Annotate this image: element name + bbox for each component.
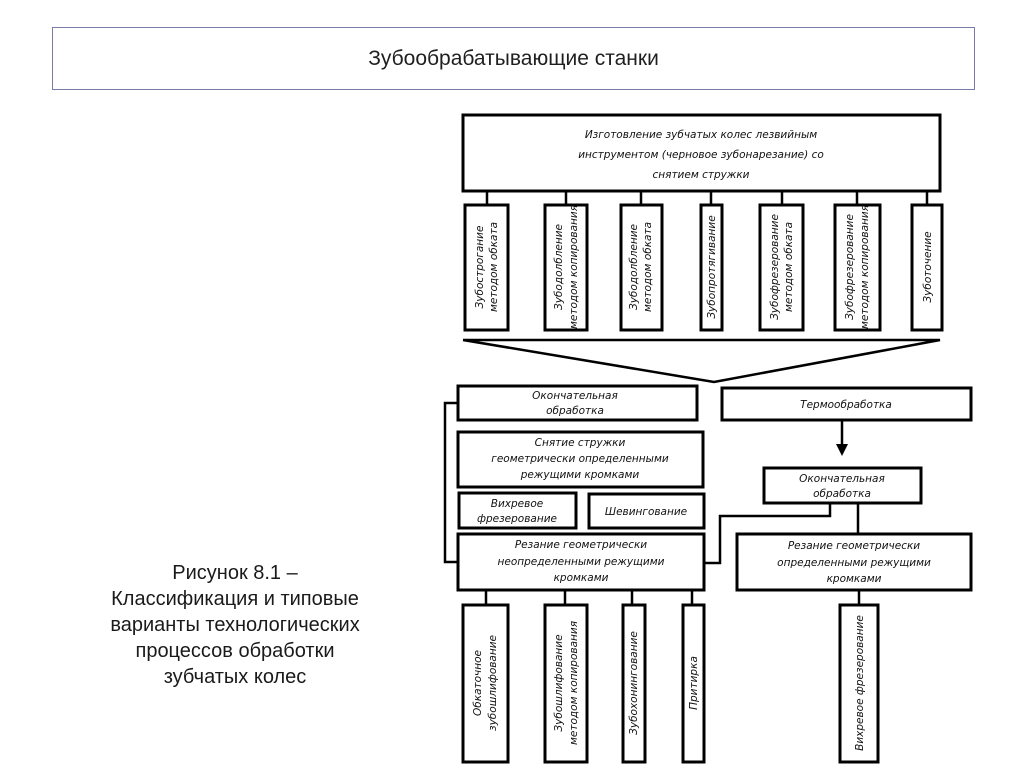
whirl-milling-right-box: Вихревое фрезерование xyxy=(838,603,880,764)
cut-defined-text: определенными режущими xyxy=(777,557,931,569)
whirl-right-text: Вихревое фрезерование xyxy=(854,615,866,751)
method-box: Зубопротягивание xyxy=(699,203,724,332)
figure-caption: Рисунок 8.1 – Классификация и типовые ва… xyxy=(60,560,410,690)
down-arrow-icon xyxy=(836,420,848,456)
final-left-text: обработка xyxy=(546,405,604,417)
final-processing-left: Окончательная обработка xyxy=(456,384,699,422)
method-box: Зубострогание методом обката xyxy=(463,203,510,332)
chip-removal-box: Снятие стружки геометрически определенны… xyxy=(456,430,705,489)
top-box: Изготовление зубчатых колес лезвийным ин… xyxy=(461,113,942,193)
finish-text: методом копирования xyxy=(568,621,580,745)
method-text: методом обката xyxy=(488,222,500,312)
method-text: Зубофрезерование xyxy=(769,214,781,320)
caption-line: Классификация и типовые xyxy=(111,588,359,610)
bottom-connectors xyxy=(484,590,861,605)
top-text: снятием стружки xyxy=(652,169,749,181)
method-text: Зубострогание xyxy=(474,226,486,309)
top-text: инструментом (черновое зубонарезание) со xyxy=(578,149,824,161)
method-box: Зубофрезерование методом копирования xyxy=(833,203,882,332)
cut-defined-text: Резание геометрически xyxy=(788,540,920,552)
cut-undefined-text: кромками xyxy=(554,572,609,584)
method-box: Зуботочение xyxy=(910,203,944,332)
finish-text: Зубошлифование xyxy=(553,634,565,731)
final-processing-right: Окончательная обработка xyxy=(762,466,923,505)
top-connectors xyxy=(485,191,929,205)
top-text: Изготовление зубчатых колес лезвийным xyxy=(585,129,817,141)
shaving-box: Шевингование xyxy=(587,492,706,530)
cutting-undefined-box: Резание геометрически неопределенными ре… xyxy=(456,532,706,592)
finish-box: Зубохонингование xyxy=(621,603,647,764)
method-box: Зубофрезерование методом обката xyxy=(758,203,805,332)
shaving-text: Шевингование xyxy=(605,506,687,518)
heat-treatment-box: Термообработка xyxy=(720,386,973,422)
cut-undefined-text: Резание геометрически xyxy=(515,539,647,551)
finish-text: Обкаточное xyxy=(472,650,484,716)
method-text: Зуботочение xyxy=(922,231,934,302)
slide-title: Зубообрабатывающие станки xyxy=(52,27,975,90)
final-left-text: Окончательная xyxy=(532,390,618,402)
method-text: Зубодолбление xyxy=(628,224,640,310)
method-text: Зубодолбление xyxy=(553,224,565,310)
finish-box: Зубошлифование методом копирования xyxy=(543,603,589,764)
finish-box: Обкаточное зубошлифование xyxy=(461,603,510,764)
whirl-milling-left-box: Вихревое фрезерование xyxy=(457,491,578,530)
final-right-text: Окончательная xyxy=(799,473,885,485)
finish-text: зубошлифование xyxy=(487,635,499,731)
caption-line: процессов обработки xyxy=(135,640,335,662)
method-text: методом обката xyxy=(783,222,795,312)
method-box: Зубодолбление методом копирования xyxy=(543,203,589,332)
method-text: методом копирования xyxy=(859,205,871,329)
finish-box: Притирка xyxy=(681,603,706,764)
funnel-arrow xyxy=(462,338,941,384)
method-text: Зубопротягивание xyxy=(706,215,718,318)
method-text: методом обката xyxy=(642,222,654,312)
finish-text: Зубохонингование xyxy=(628,631,640,735)
cutting-defined-box: Резание геометрически определенными режу… xyxy=(735,532,973,592)
caption-line: Рисунок 8.1 – xyxy=(172,562,298,584)
left-bracket xyxy=(443,401,458,564)
method-text: методом копирования xyxy=(568,205,580,329)
caption-line: варианты технологических xyxy=(110,614,360,636)
whirl-left-text: фрезерование xyxy=(477,513,557,525)
chip-removal-text: геометрически определенными xyxy=(491,453,669,465)
cut-undefined-text: неопределенными режущими xyxy=(498,556,665,568)
method-text: Зубофрезерование xyxy=(844,214,856,320)
whirl-left-text: Вихревое xyxy=(491,498,543,510)
chip-removal-text: режущими кромками xyxy=(520,469,640,481)
chip-removal-text: Снятие стружки xyxy=(535,437,626,449)
cut-defined-text: кромками xyxy=(827,573,882,585)
heat-treatment-text: Термообработка xyxy=(800,399,892,411)
method-box: Зубодолбление методом обката xyxy=(619,203,664,332)
finish-text: Притирка xyxy=(688,656,700,710)
caption-line: зубчатых колес xyxy=(163,666,307,688)
final-right-text: обработка xyxy=(813,488,871,500)
right-connectors xyxy=(704,503,860,565)
